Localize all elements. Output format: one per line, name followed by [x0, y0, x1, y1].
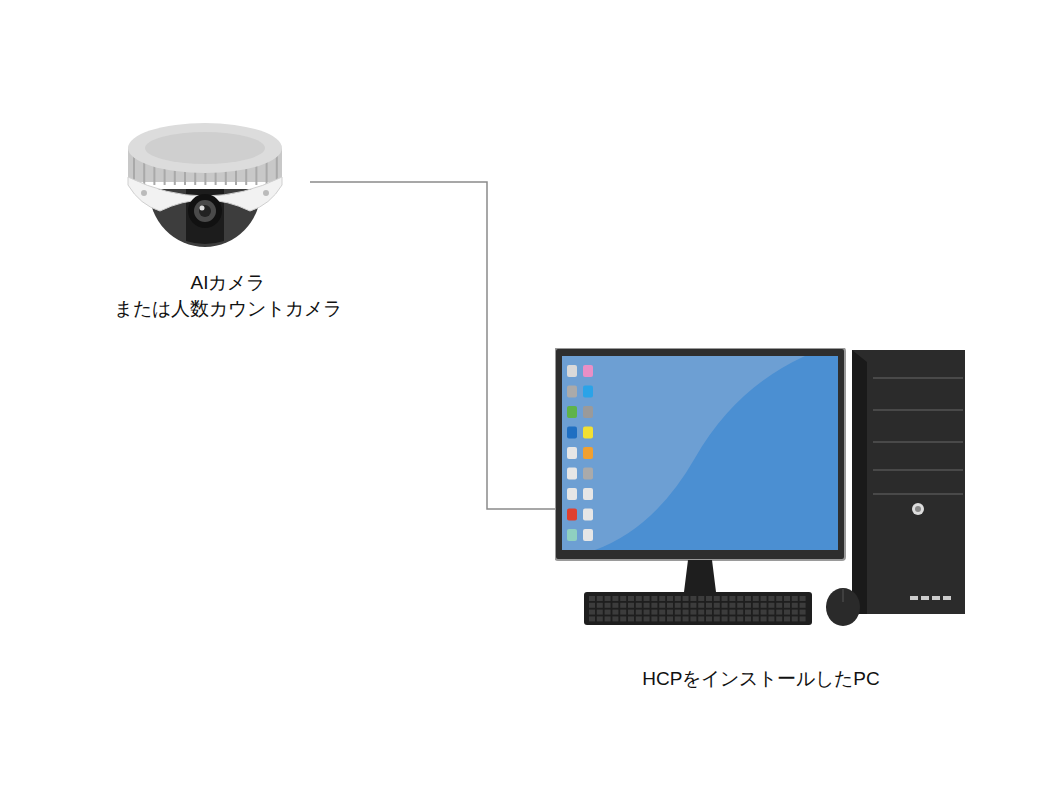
cable-line	[310, 182, 555, 509]
pc-node: HCPをインストールしたPC	[555, 348, 967, 628]
device-label: AIカメラ または人数カウントカメラ	[88, 270, 368, 322]
device-label: HCPをインストールしたPC	[555, 666, 967, 692]
camera-illustration	[100, 115, 310, 250]
pc-illustration	[555, 348, 967, 628]
camera-node: AIカメラ または人数カウントカメラ	[100, 115, 310, 250]
